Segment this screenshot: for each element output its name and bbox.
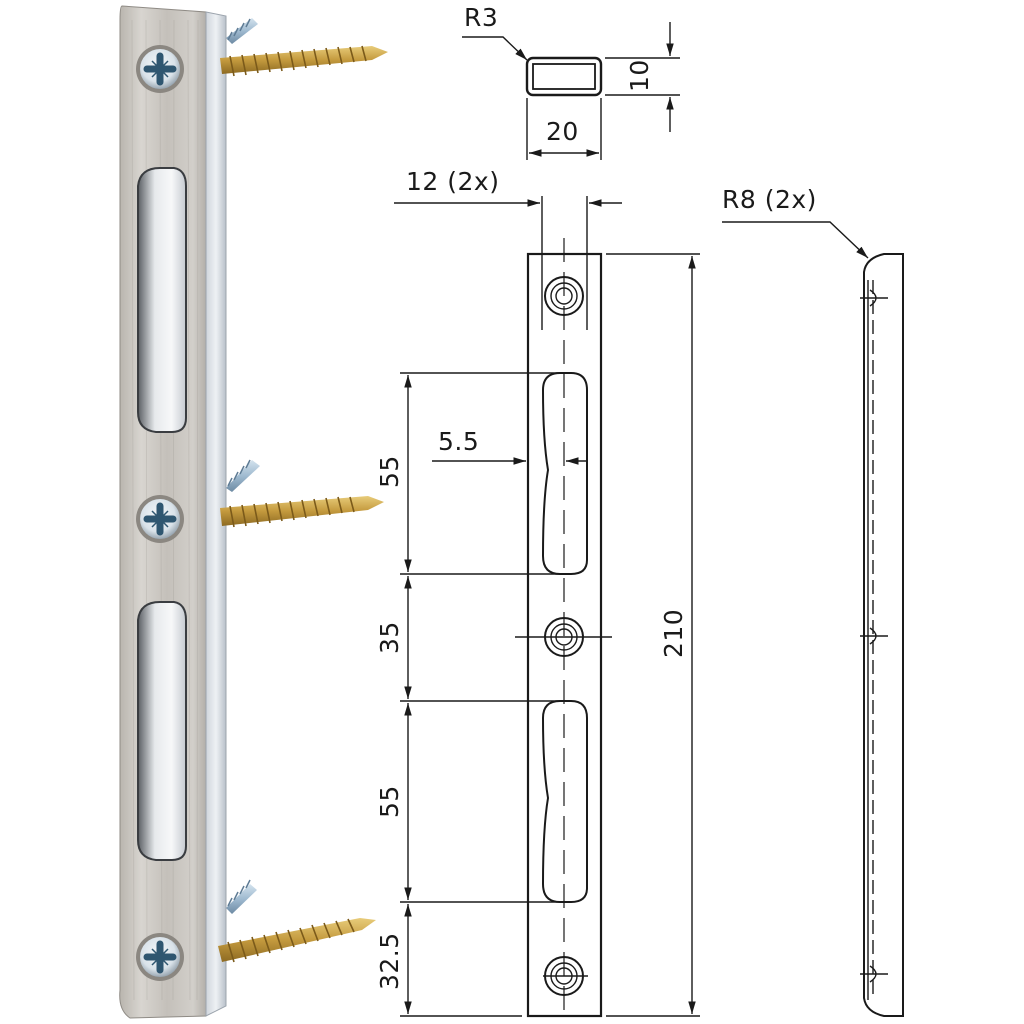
label-segment-3: 55	[375, 785, 404, 818]
label-overall-length: 210	[659, 609, 688, 658]
zinc-screw-top	[226, 18, 258, 44]
zinc-screw-bottom	[226, 879, 257, 914]
label-corner-radius: R3	[464, 3, 498, 32]
label-segment-2: 35	[375, 621, 404, 654]
screw-head-bottom	[136, 933, 184, 981]
label-section-height: 10	[625, 59, 654, 92]
hole-middle	[515, 617, 612, 657]
label-hole-spacing: 12 (2x)	[406, 167, 499, 196]
label-segment-1: 55	[375, 455, 404, 488]
slot-upper-outline	[541, 372, 588, 575]
screw-head-top	[136, 45, 184, 93]
screw-head-middle	[136, 495, 184, 543]
label-end-radius: R8 (2x)	[722, 185, 817, 214]
label-slot-offset: 5.5	[438, 427, 479, 456]
hole-bottom	[543, 956, 588, 996]
label-segment-4: 32.5	[375, 932, 404, 990]
hole-top	[544, 276, 584, 316]
cross-section-view	[462, 22, 680, 160]
plate-edge	[205, 11, 227, 1017]
wood-screw-middle	[220, 496, 384, 528]
dimension-labels: R3 20 10 12 (2x) R8 (2x) 5.5 55 35 55 32…	[375, 3, 817, 990]
slot-lower-outline	[541, 700, 588, 903]
zinc-screw-middle	[226, 459, 260, 492]
side-view	[722, 221, 904, 1017]
strike-plate-photo	[119, 5, 388, 1019]
slot-lower	[137, 601, 187, 861]
technical-drawing	[394, 22, 904, 1018]
label-section-width: 20	[546, 117, 579, 146]
front-view	[394, 196, 700, 1018]
slot-upper	[137, 167, 187, 433]
wood-screw-top	[220, 45, 388, 77]
wood-screw-bottom	[218, 918, 376, 963]
